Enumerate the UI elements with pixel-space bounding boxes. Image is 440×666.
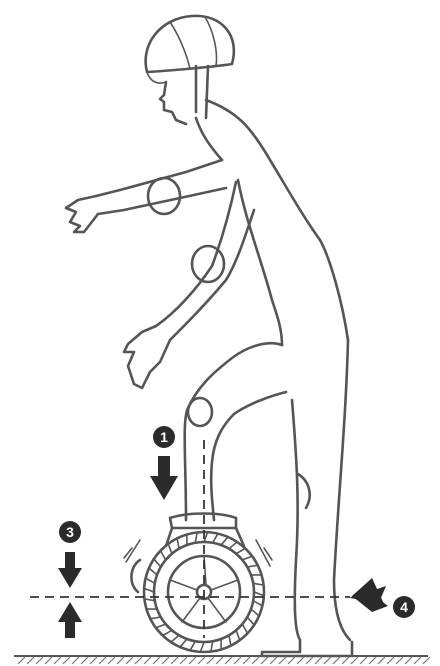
tire-tread: [154, 559, 161, 567]
ground-hatch: [315, 657, 322, 664]
ground-hatch: [423, 657, 430, 664]
tire-tread: [251, 609, 259, 616]
ground-hatch: [396, 657, 403, 664]
tire-tread: [180, 639, 187, 647]
ground-hatch: [306, 657, 313, 664]
tire-tread: [221, 537, 228, 545]
ground-hatch: [54, 657, 61, 664]
helmet: [146, 16, 234, 118]
arrow-down-icon: [150, 456, 178, 500]
ground-hatch: [18, 657, 25, 664]
ground-hatch: [153, 657, 160, 664]
tire-tread: [253, 601, 262, 606]
tire-tread: [177, 538, 179, 548]
ground-hatch: [162, 657, 169, 664]
ground-hatch: [63, 657, 70, 664]
hoverboard: [124, 514, 272, 653]
tire-tread: [144, 588, 154, 592]
ground-hatch: [387, 657, 394, 664]
ground-hatch: [261, 657, 268, 664]
ground-hatch: [81, 657, 88, 664]
marker-4: 4: [393, 596, 415, 618]
ground-hatch: [333, 657, 340, 664]
tire-tread: [146, 578, 155, 583]
ground-hatch: [342, 657, 349, 664]
tire-tread: [236, 630, 240, 640]
ground-hatch: [126, 657, 133, 664]
arrow-diagonal-icon: [350, 578, 388, 612]
tire-tread: [171, 635, 179, 642]
arrow-up-icon: [58, 602, 82, 638]
tire-tread: [160, 551, 165, 560]
ground-hatch: [117, 657, 124, 664]
torso: [196, 100, 348, 345]
tire-tread: [200, 642, 204, 652]
legs: [185, 340, 352, 656]
tire-tread: [229, 542, 237, 549]
tire-tread: [229, 635, 231, 645]
ground-hatch: [270, 657, 277, 664]
ground-hatch: [189, 657, 196, 664]
tire-tread: [242, 624, 247, 633]
marker-3: 3: [59, 521, 81, 543]
ground-hatch: [198, 657, 205, 664]
ground-hatch: [216, 657, 223, 664]
ground-hatch: [405, 657, 412, 664]
tire-tread: [213, 534, 218, 543]
tire-tread: [150, 617, 160, 619]
ground-hatch: [171, 657, 178, 664]
ground-hatch: [360, 657, 367, 664]
upper-arm: [66, 160, 226, 232]
ground-hatch: [90, 657, 97, 664]
ground: [14, 656, 430, 664]
ground-hatch: [288, 657, 295, 664]
ground-hatch: [279, 657, 286, 664]
ground-hatch: [36, 657, 43, 664]
ground-hatch: [252, 657, 259, 664]
ground-hatch: [27, 657, 34, 664]
ground-hatch: [108, 657, 115, 664]
tire-tread: [156, 624, 166, 628]
tire-tread: [190, 641, 195, 650]
ground-hatch: [45, 657, 52, 664]
ground-hatch: [378, 657, 385, 664]
ground-hatch: [207, 657, 214, 664]
ground-hatch: [243, 657, 250, 664]
ground-hatch: [324, 657, 331, 664]
ground-hatch: [414, 657, 421, 664]
tire-tread: [163, 630, 172, 635]
head: [160, 82, 186, 124]
ground-hatch: [351, 657, 358, 664]
tire-tread: [149, 568, 157, 575]
marker-4-label: 4: [400, 599, 408, 615]
marker-3-label: 3: [66, 524, 74, 540]
tire-tread: [247, 565, 257, 567]
arrow-down-icon: [58, 552, 82, 588]
tire-tread: [247, 617, 254, 625]
tire-tread: [254, 592, 264, 596]
ground-hatch: [225, 657, 232, 664]
ground-hatch: [72, 657, 79, 664]
tire-tread: [236, 548, 245, 553]
ground-hatch: [234, 657, 241, 664]
ground-hatch: [144, 657, 151, 664]
tire-tread: [168, 544, 172, 554]
ground-hatch: [297, 657, 304, 664]
ground-hatch: [99, 657, 106, 664]
marker-1-label: 1: [160, 429, 168, 445]
ground-hatch: [369, 657, 376, 664]
tire-tread: [242, 556, 252, 560]
ground-hatch: [135, 657, 142, 664]
ground-hatch: [180, 657, 187, 664]
marker-1: 1: [153, 426, 175, 448]
